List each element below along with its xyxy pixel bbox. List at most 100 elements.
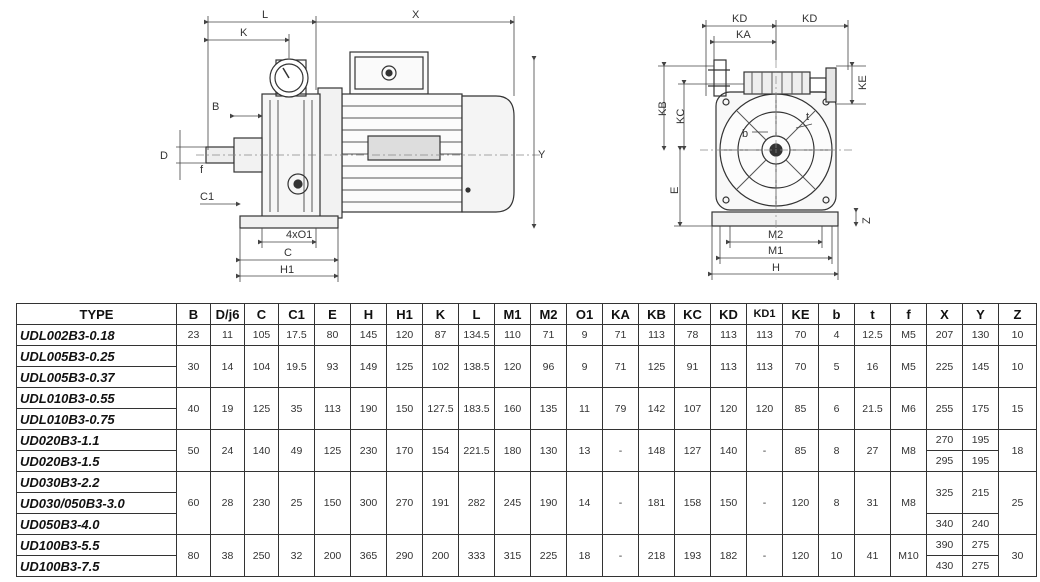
type-cell: UDL002B3-0.18 xyxy=(16,324,177,346)
dim-label-4xO1: 4xO1 xyxy=(286,229,312,241)
value-cell: 31 xyxy=(854,471,891,535)
type-cell: UDL010B3-0.75 xyxy=(16,408,177,430)
value-cell: 11 xyxy=(210,324,245,346)
value-cell: - xyxy=(746,471,783,535)
value-cell: 325 xyxy=(926,471,963,514)
value-cell: 10 xyxy=(998,345,1037,388)
type-cell: UD050B3-4.0 xyxy=(16,513,177,535)
value-cell: 113 xyxy=(710,345,747,388)
dim-label-L: L xyxy=(262,9,268,21)
table-row: UDL002B3-0.18 23 11 105 17.5 80 145 120 … xyxy=(16,324,1037,346)
col-header: f xyxy=(890,303,927,325)
value-cell: 40 xyxy=(176,387,211,430)
value-cell: 218 xyxy=(638,534,675,577)
value-cell: 107 xyxy=(674,387,711,430)
value-cell: 275 xyxy=(962,555,999,577)
value-cell: 175 xyxy=(962,387,999,430)
col-header: H1 xyxy=(386,303,423,325)
type-cell: UDL005B3-0.37 xyxy=(16,366,177,388)
value-cell: 35 xyxy=(278,387,315,430)
value-cell: 71 xyxy=(530,324,567,346)
dim-label-KA: KA xyxy=(736,29,751,41)
value-cell: 80 xyxy=(176,534,211,577)
table-row: UDL010B3-0.75 xyxy=(16,408,1037,430)
value-cell: 282 xyxy=(458,471,495,535)
dim-label-KD-left: KD xyxy=(732,13,747,25)
col-header: TYPE xyxy=(16,303,177,325)
col-header: M2 xyxy=(530,303,567,325)
col-header: D/j6 xyxy=(210,303,245,325)
value-cell: 183.5 xyxy=(458,387,495,430)
value-cell: - xyxy=(746,534,783,577)
value-cell: 200 xyxy=(422,534,459,577)
value-cell: 125 xyxy=(244,387,279,430)
value-cell: 19.5 xyxy=(278,345,315,388)
value-cell: 270 xyxy=(386,471,423,535)
value-cell: 142 xyxy=(638,387,675,430)
value-cell: 14 xyxy=(210,345,245,388)
value-cell: 113 xyxy=(746,345,783,388)
value-cell: 127.5 xyxy=(422,387,459,430)
col-header: t xyxy=(854,303,891,325)
value-cell: M5 xyxy=(890,345,927,388)
value-cell: 120 xyxy=(386,324,423,346)
front-view-drawing xyxy=(700,59,852,240)
value-cell: 140 xyxy=(710,429,747,472)
dim-label-X: X xyxy=(412,9,420,21)
value-cell: 32 xyxy=(278,534,315,577)
value-cell: 10 xyxy=(998,324,1037,346)
value-cell: 270 xyxy=(926,429,963,451)
value-cell: 15 xyxy=(998,387,1037,430)
value-cell: 145 xyxy=(350,324,387,346)
value-cell: 28 xyxy=(210,471,245,535)
dim-label-H: H xyxy=(772,262,780,274)
value-cell: 14 xyxy=(566,471,603,535)
value-cell: 110 xyxy=(494,324,531,346)
value-cell: 25 xyxy=(998,471,1037,535)
value-cell: M8 xyxy=(890,429,927,472)
dim-label-b: b xyxy=(742,128,748,140)
type-cell: UD020B3-1.5 xyxy=(16,450,177,472)
value-cell: 30 xyxy=(998,534,1037,577)
value-cell: 190 xyxy=(350,387,387,430)
value-cell: 295 xyxy=(926,450,963,472)
col-header: X xyxy=(926,303,963,325)
value-cell: 140 xyxy=(244,429,279,472)
value-cell: 8 xyxy=(818,429,855,472)
value-cell: 134.5 xyxy=(458,324,495,346)
dim-label-B: B xyxy=(212,101,219,113)
dim-label-f: f xyxy=(200,164,204,176)
type-cell: UD100B3-7.5 xyxy=(16,555,177,577)
dim-label-K: K xyxy=(240,27,248,39)
value-cell: 85 xyxy=(782,429,819,472)
value-cell: M6 xyxy=(890,387,927,430)
value-cell: 333 xyxy=(458,534,495,577)
value-cell: 10 xyxy=(818,534,855,577)
value-cell: 365 xyxy=(350,534,387,577)
value-cell: 113 xyxy=(638,324,675,346)
table-row: UD030B3-2.2 60 28 230 25 150 300 270 191… xyxy=(16,471,1037,535)
value-cell: 12.5 xyxy=(854,324,891,346)
value-cell: 290 xyxy=(386,534,423,577)
value-cell: 160 xyxy=(494,387,531,430)
value-cell: 340 xyxy=(926,513,963,535)
value-cell: 390 xyxy=(926,534,963,556)
value-cell: M5 xyxy=(890,324,927,346)
value-cell: 120 xyxy=(494,345,531,388)
value-cell: 125 xyxy=(314,429,351,472)
value-cell: 24 xyxy=(210,429,245,472)
value-cell: 5 xyxy=(818,345,855,388)
value-cell: 9 xyxy=(566,345,603,388)
dim-label-M2: M2 xyxy=(768,229,783,241)
value-cell: 91 xyxy=(674,345,711,388)
col-header: L xyxy=(458,303,495,325)
value-cell: 125 xyxy=(638,345,675,388)
type-cell: UD030B3-2.2 xyxy=(16,471,177,493)
value-cell: - xyxy=(746,429,783,472)
value-cell: 170 xyxy=(386,429,423,472)
col-header: KA xyxy=(602,303,639,325)
value-cell: 120 xyxy=(746,387,783,430)
value-cell: 230 xyxy=(350,429,387,472)
value-cell: 150 xyxy=(710,471,747,535)
value-cell: 71 xyxy=(602,324,639,346)
